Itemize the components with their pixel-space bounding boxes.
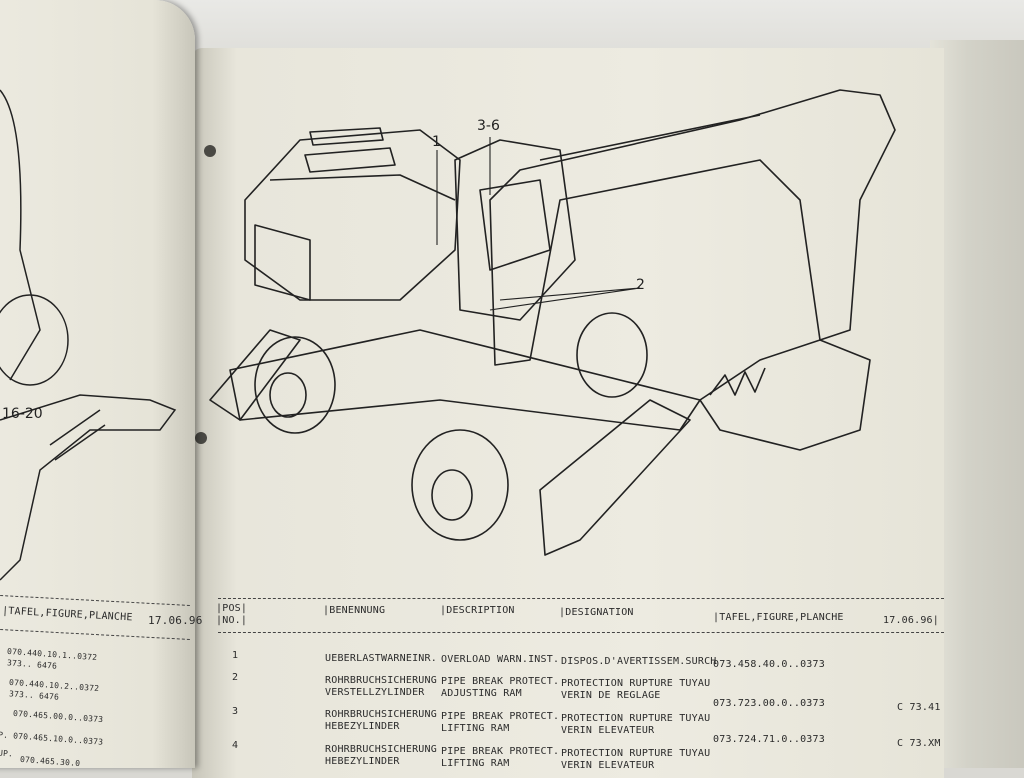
col-header-no: |NO.| [216,615,248,626]
punch-hole [204,145,216,157]
description: LIFTING RAM [441,758,510,769]
pos-no: 3 [232,706,239,717]
tafel-number: 073.724.71.0..0373 [713,734,825,745]
designation: PROTECTION RUPTURE TUYAU [561,713,711,724]
pos-no: 2 [232,672,239,683]
description: LIFTING RAM [441,723,510,734]
engine-housing [244,129,461,301]
callout-label: 1 [432,134,441,150]
benennung: VERSTELLZYLINDER [325,687,425,698]
header-date: 17.06.96| [883,615,939,626]
col-header-designation: |DESIGNATION [559,607,634,618]
punch-hole [195,432,207,444]
reference: C 73.41 [897,702,941,713]
header-date: 17.06.96 [148,614,203,627]
col-header-benennung: |BENENNUNG [323,605,386,616]
reference: C 73.XM [897,738,941,749]
bucket [699,339,871,451]
table-rule [218,598,944,599]
callout-label: 16-20 [2,406,43,422]
wheel [576,312,648,398]
cab [454,139,576,321]
designation: VERIN ELEVATEUR [561,760,655,771]
page-stack-edge [930,40,1024,768]
benennung: HEBEZYLINDER [325,756,400,767]
benennung: ROHRBRUCHSICHERUNG [325,709,437,720]
description: ADJUSTING RAM [441,688,522,699]
benennung: ROHRBRUCHSICHERUNG [325,744,437,755]
designation: VERIN ELEVATEUR [561,725,655,736]
pos-no: 1 [232,650,239,661]
description: PIPE BREAK PROTECT. [441,746,560,757]
left-page: 16-20 |TAFEL,FIGURE,PLANCHE 17.06.96 070… [0,0,202,768]
left-page-drawing [0,89,177,581]
boom [489,89,896,366]
benennung: ROHRBRUCHSICHERUNG [325,675,437,686]
tafel-number: 073.458.40.0..0373 [713,659,825,670]
pos-no: 4 [232,740,239,751]
designation: PROTECTION RUPTURE TUYAU [561,748,711,759]
description: PIPE BREAK PROTECT. [441,711,560,722]
callout-label: 3-6 [477,118,500,134]
radiator-grille [254,224,311,301]
benennung: HEBEZYLINDER [325,721,400,732]
benennung: UEBERLASTWARNEINR. [325,653,437,664]
col-header-pos: |POS| [216,603,248,614]
wheel [411,429,509,541]
designation: PROTECTION RUPTURE TUYAU [561,678,711,689]
tafel-number: UP. [0,748,14,759]
description: PIPE BREAK PROTECT. [441,676,560,687]
table-rule [218,632,944,633]
designation: DISPOS.D'AVERTISSEM.SURCH [561,656,717,667]
designation: VERIN DE REGLAGE [561,690,661,701]
dozer-blade [539,399,691,556]
outrigger [209,329,301,421]
col-header-tafel: |TAFEL,FIGURE,PLANCHE [713,612,844,623]
callout-label: 2 [636,277,645,293]
description: OVERLOAD WARN.INST. [441,654,560,665]
col-header-description: |DESCRIPTION [440,605,515,616]
wheel [254,336,336,434]
tafel-number: 073.723.00.0..0373 [713,698,825,709]
